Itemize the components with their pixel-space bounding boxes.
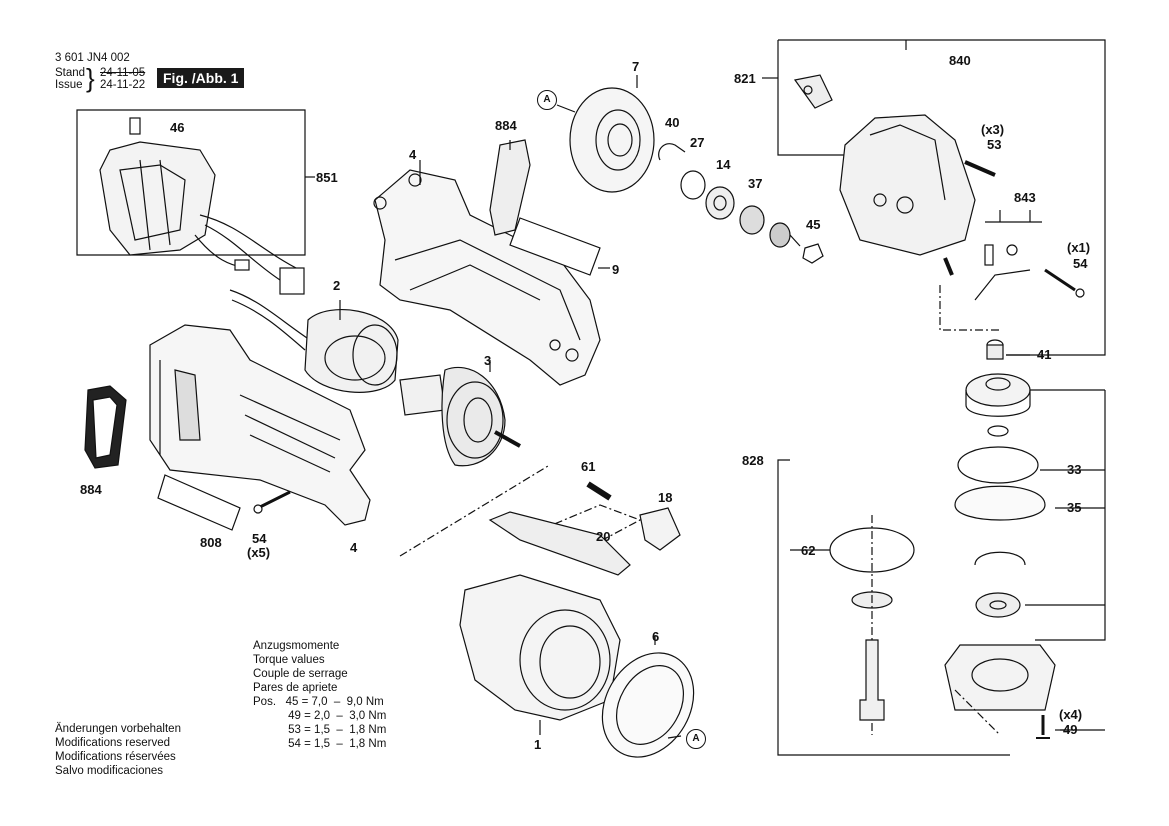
- part-label-54-right: 54: [1073, 256, 1088, 271]
- part-label-2: 2: [333, 278, 341, 293]
- part-label-54-left: 54: [252, 531, 267, 546]
- issue-label: Issue: [55, 79, 83, 91]
- part-label-35: 35: [1067, 500, 1082, 515]
- torque-line: Couple de serrage: [253, 668, 348, 680]
- part-qty-53: (x3): [981, 122, 1005, 137]
- part-label-27: 27: [690, 135, 705, 150]
- part-label-821: 821: [734, 71, 756, 86]
- part-label-1: 1: [534, 737, 542, 752]
- part-label-46: 46: [170, 120, 185, 135]
- part-label-61: 61: [581, 459, 596, 474]
- figure-label: Fig. /Abb. 1: [157, 68, 245, 88]
- part-label-33: 33: [1067, 462, 1082, 477]
- part-label-7: 7: [632, 59, 640, 74]
- part-label-14: 14: [716, 157, 731, 172]
- part-label-851: 851: [316, 170, 338, 185]
- part-label-20: 20: [596, 529, 611, 544]
- note-line: Modifications reserved: [55, 737, 171, 749]
- stand-date: 24-11-05: [100, 67, 146, 79]
- part-label-840: 840: [949, 53, 971, 68]
- torque-line: 49 = 2,0 – 3,0 Nm: [253, 710, 387, 722]
- part-label-53: 53: [987, 137, 1002, 152]
- part-label-843: 843: [1014, 190, 1036, 205]
- part-label-40: 40: [665, 115, 680, 130]
- part-label-808: 808: [200, 535, 222, 550]
- torque-line: Pares de apriete: [253, 682, 338, 694]
- note-line: Modifications réservées: [55, 751, 176, 763]
- part-label-18: 18: [658, 490, 673, 505]
- torque-line: 54 = 1,5 – 1,8 Nm: [253, 738, 387, 750]
- torque-line: Anzugsmomente: [253, 640, 340, 652]
- torque-line: Torque values: [253, 654, 325, 666]
- part-qty-49: (x4): [1059, 707, 1083, 722]
- part-label-62: 62: [801, 543, 816, 558]
- note-line: Änderungen vorbehalten: [55, 723, 181, 735]
- part-label-9: 9: [612, 262, 620, 277]
- note-line: Salvo modificaciones: [55, 765, 164, 777]
- part-label-4-upper: 4: [409, 147, 417, 162]
- brace-glyph: }: [86, 63, 95, 93]
- part-label-49: 49: [1063, 722, 1078, 737]
- torque-values-block: Anzugsmomente Torque values Couple de se…: [253, 639, 386, 751]
- doc-number: 3 601 JN4 002: [55, 52, 130, 64]
- stand-label: Stand: [55, 67, 86, 79]
- part-label-6: 6: [652, 629, 660, 644]
- modification-notes: Änderungen vorbehalten Modifications res…: [55, 722, 181, 778]
- torque-line: Pos. 45 = 7,0 – 9,0 Nm: [253, 696, 384, 708]
- part-label-37: 37: [748, 176, 763, 191]
- reference-marker-a-top: A: [537, 90, 557, 110]
- reference-marker-a-bottom: A: [686, 729, 706, 749]
- torque-line: 53 = 1,5 – 1,8 Nm: [253, 724, 387, 736]
- issue-date: 24-11-22: [100, 79, 146, 91]
- part-label-3: 3: [484, 353, 492, 368]
- part-label-45: 45: [806, 217, 821, 232]
- part-label-41: 41: [1037, 347, 1052, 362]
- part-qty-54-right: (x1): [1067, 240, 1091, 255]
- part-label-884-lower: 884: [80, 482, 102, 497]
- part-label-4-lower: 4: [350, 540, 358, 555]
- part-qty-54-left: (x5): [247, 545, 271, 560]
- part-label-884-upper: 884: [495, 118, 517, 133]
- part-label-828: 828: [742, 453, 764, 468]
